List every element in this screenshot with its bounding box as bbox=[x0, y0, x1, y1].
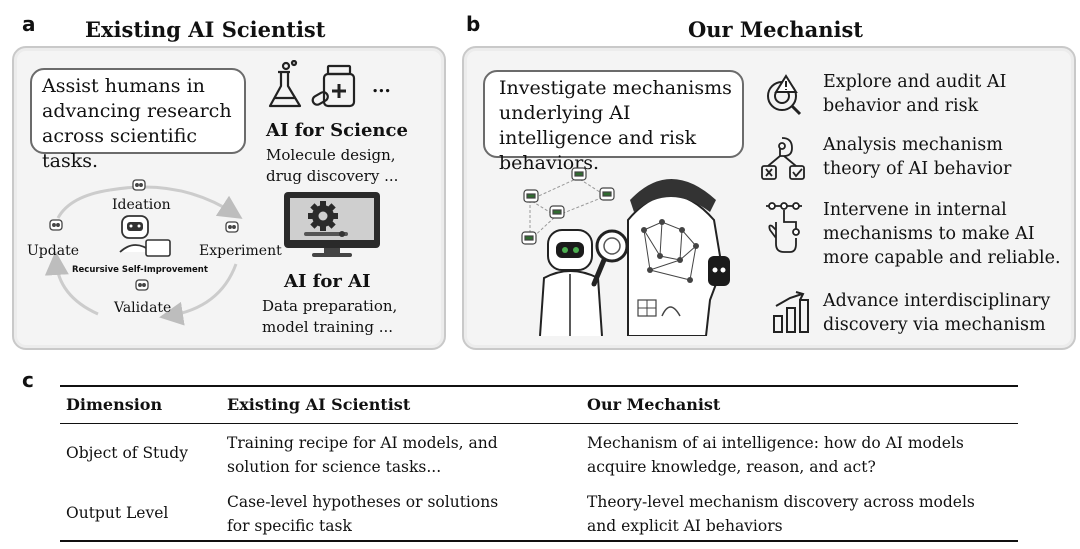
scientist-robot-icon bbox=[539, 229, 603, 336]
center-robot-icon bbox=[119, 215, 171, 257]
robot-icon bbox=[225, 221, 239, 233]
table-header-existing: Existing AI Scientist bbox=[227, 395, 411, 414]
gear-icon bbox=[308, 201, 338, 231]
magnifying-glass-icon bbox=[591, 229, 629, 287]
panel-b-bubble-text: Investigate mechanisms underlying AI int… bbox=[499, 77, 732, 174]
cycle-arrow-validate-update bbox=[44, 251, 99, 316]
table-row-2-existing-line1: Case-level hypotheses or solutions bbox=[227, 493, 499, 511]
panel-c-letter: c bbox=[22, 368, 34, 392]
mechanist-item-2: Analysis mechanism theory of AI behavior bbox=[823, 133, 1011, 181]
mechanist-item-2-line2: theory of AI behavior bbox=[823, 159, 1012, 179]
table-bottom-rule bbox=[60, 540, 1018, 542]
robot-icon bbox=[523, 189, 539, 203]
table-row-1-mechanist-line1: Mechanism of ai intelligence: how do AI … bbox=[587, 434, 964, 452]
table-row-2-mechanist-line1: Theory-level mechanism discovery across … bbox=[587, 493, 975, 511]
table-row-2-existing-line2: for specific task bbox=[227, 517, 352, 535]
table-top-rule bbox=[60, 385, 1018, 387]
robot-icon bbox=[521, 231, 537, 245]
ai-for-ai-title: AI for AI bbox=[284, 271, 371, 292]
panel-a-title: Existing AI Scientist bbox=[85, 17, 326, 42]
table-row-2-mechanist-line2: and explicit AI behaviors bbox=[587, 517, 783, 535]
flask-icon bbox=[268, 60, 302, 108]
cycle-arrow-update-ideation bbox=[56, 188, 111, 219]
monitor-gear-icon bbox=[284, 192, 380, 257]
cycle-arrow-experiment-validate bbox=[159, 263, 238, 326]
robot-icon bbox=[571, 167, 587, 181]
robot-icon bbox=[549, 205, 565, 219]
cycle-label-experiment: Experiment bbox=[199, 243, 282, 259]
table-row-1-existing-line2: solution for science tasks... bbox=[227, 458, 442, 476]
cycle-label-validate: Validate bbox=[114, 300, 172, 316]
cycle-label-update: Update bbox=[27, 243, 79, 259]
panel-b-letter: b bbox=[466, 12, 481, 36]
ai-for-science-desc-2: drug discovery ... bbox=[266, 167, 399, 185]
table-mid-rule bbox=[60, 423, 1018, 424]
theory-icon bbox=[761, 137, 805, 180]
cycle-label-ideation: Ideation bbox=[112, 197, 171, 213]
table-row-1-mechanist: Mechanism of ai intelligence: how do AI … bbox=[587, 431, 964, 479]
table-row-1-dimension: Object of Study bbox=[66, 444, 188, 462]
robot-icon bbox=[599, 187, 615, 201]
panel-a-letter: a bbox=[22, 12, 36, 36]
table-row-2-existing: Case-level hypotheses or solutions for s… bbox=[227, 490, 498, 538]
science-icons bbox=[268, 60, 356, 108]
ai-for-science-title: AI for Science bbox=[266, 120, 408, 141]
table-row-1-mechanist-line2: acquire knowledge, reason, and act? bbox=[587, 458, 876, 476]
mechanist-item-4-line2: discovery via mechanism bbox=[823, 315, 1046, 335]
mechanist-item-3: Intervene in internal mechanisms to make… bbox=[823, 198, 1061, 270]
cycle-center-label: Recursive Self-Improvement bbox=[72, 265, 208, 275]
mechanist-item-3-line1: Intervene in internal bbox=[823, 200, 1007, 220]
table-header-mechanist: Our Mechanist bbox=[587, 395, 721, 414]
mechanist-item-1: Explore and audit AI behavior and risk bbox=[823, 70, 1006, 118]
brain-head-icon bbox=[627, 179, 730, 336]
mechanist-item-4-line1: Advance interdisciplinary bbox=[823, 291, 1051, 311]
panel-b-speech-bubble: Investigate mechanisms underlying AI int… bbox=[483, 70, 744, 174]
audit-icon bbox=[767, 74, 802, 116]
table-header-dimension: Dimension bbox=[66, 395, 163, 414]
panel-b-title: Our Mechanist bbox=[688, 17, 863, 42]
ai-for-science-desc-1: Molecule design, bbox=[266, 146, 396, 164]
table-row-2-dimension: Output Level bbox=[66, 504, 169, 522]
mechanist-item-2-line1: Analysis mechanism bbox=[823, 135, 1003, 155]
mechanist-illustration bbox=[521, 167, 730, 336]
table-row-2-mechanist: Theory-level mechanism discovery across … bbox=[587, 490, 975, 538]
ai-for-ai-desc-1: Data preparation, bbox=[262, 297, 398, 315]
intervene-icon bbox=[766, 202, 802, 253]
mechanist-item-3-line3: more capable and reliable. bbox=[823, 248, 1061, 268]
mechanist-item-3-line2: mechanisms to make AI bbox=[823, 224, 1035, 244]
panel-a-bubble-text: Assist humans in advancing research acro… bbox=[42, 75, 232, 172]
bar-chart-icon bbox=[773, 291, 809, 333]
table-row-1-existing: Training recipe for AI models, and solut… bbox=[227, 431, 498, 479]
mechanist-item-1-line1: Explore and audit AI bbox=[823, 72, 1007, 92]
mechanist-item-1-line2: behavior and risk bbox=[823, 96, 979, 116]
panel-a-speech-bubble: Assist humans in advancing research acro… bbox=[30, 68, 246, 172]
cycle-arrow-ideation-experiment bbox=[109, 185, 243, 219]
more-ellipsis: ... bbox=[372, 76, 391, 97]
self-improvement-cycle bbox=[44, 179, 243, 326]
robot-icon bbox=[135, 279, 149, 291]
medicine-bottle-icon bbox=[311, 64, 356, 108]
robot-icon bbox=[132, 179, 146, 191]
ai-for-ai-desc-2: model training ... bbox=[262, 318, 394, 336]
table-row-1-existing-line1: Training recipe for AI models, and bbox=[227, 434, 498, 452]
mechanist-item-4: Advance interdisciplinary discovery via … bbox=[823, 289, 1050, 337]
robot-icon bbox=[49, 219, 63, 231]
